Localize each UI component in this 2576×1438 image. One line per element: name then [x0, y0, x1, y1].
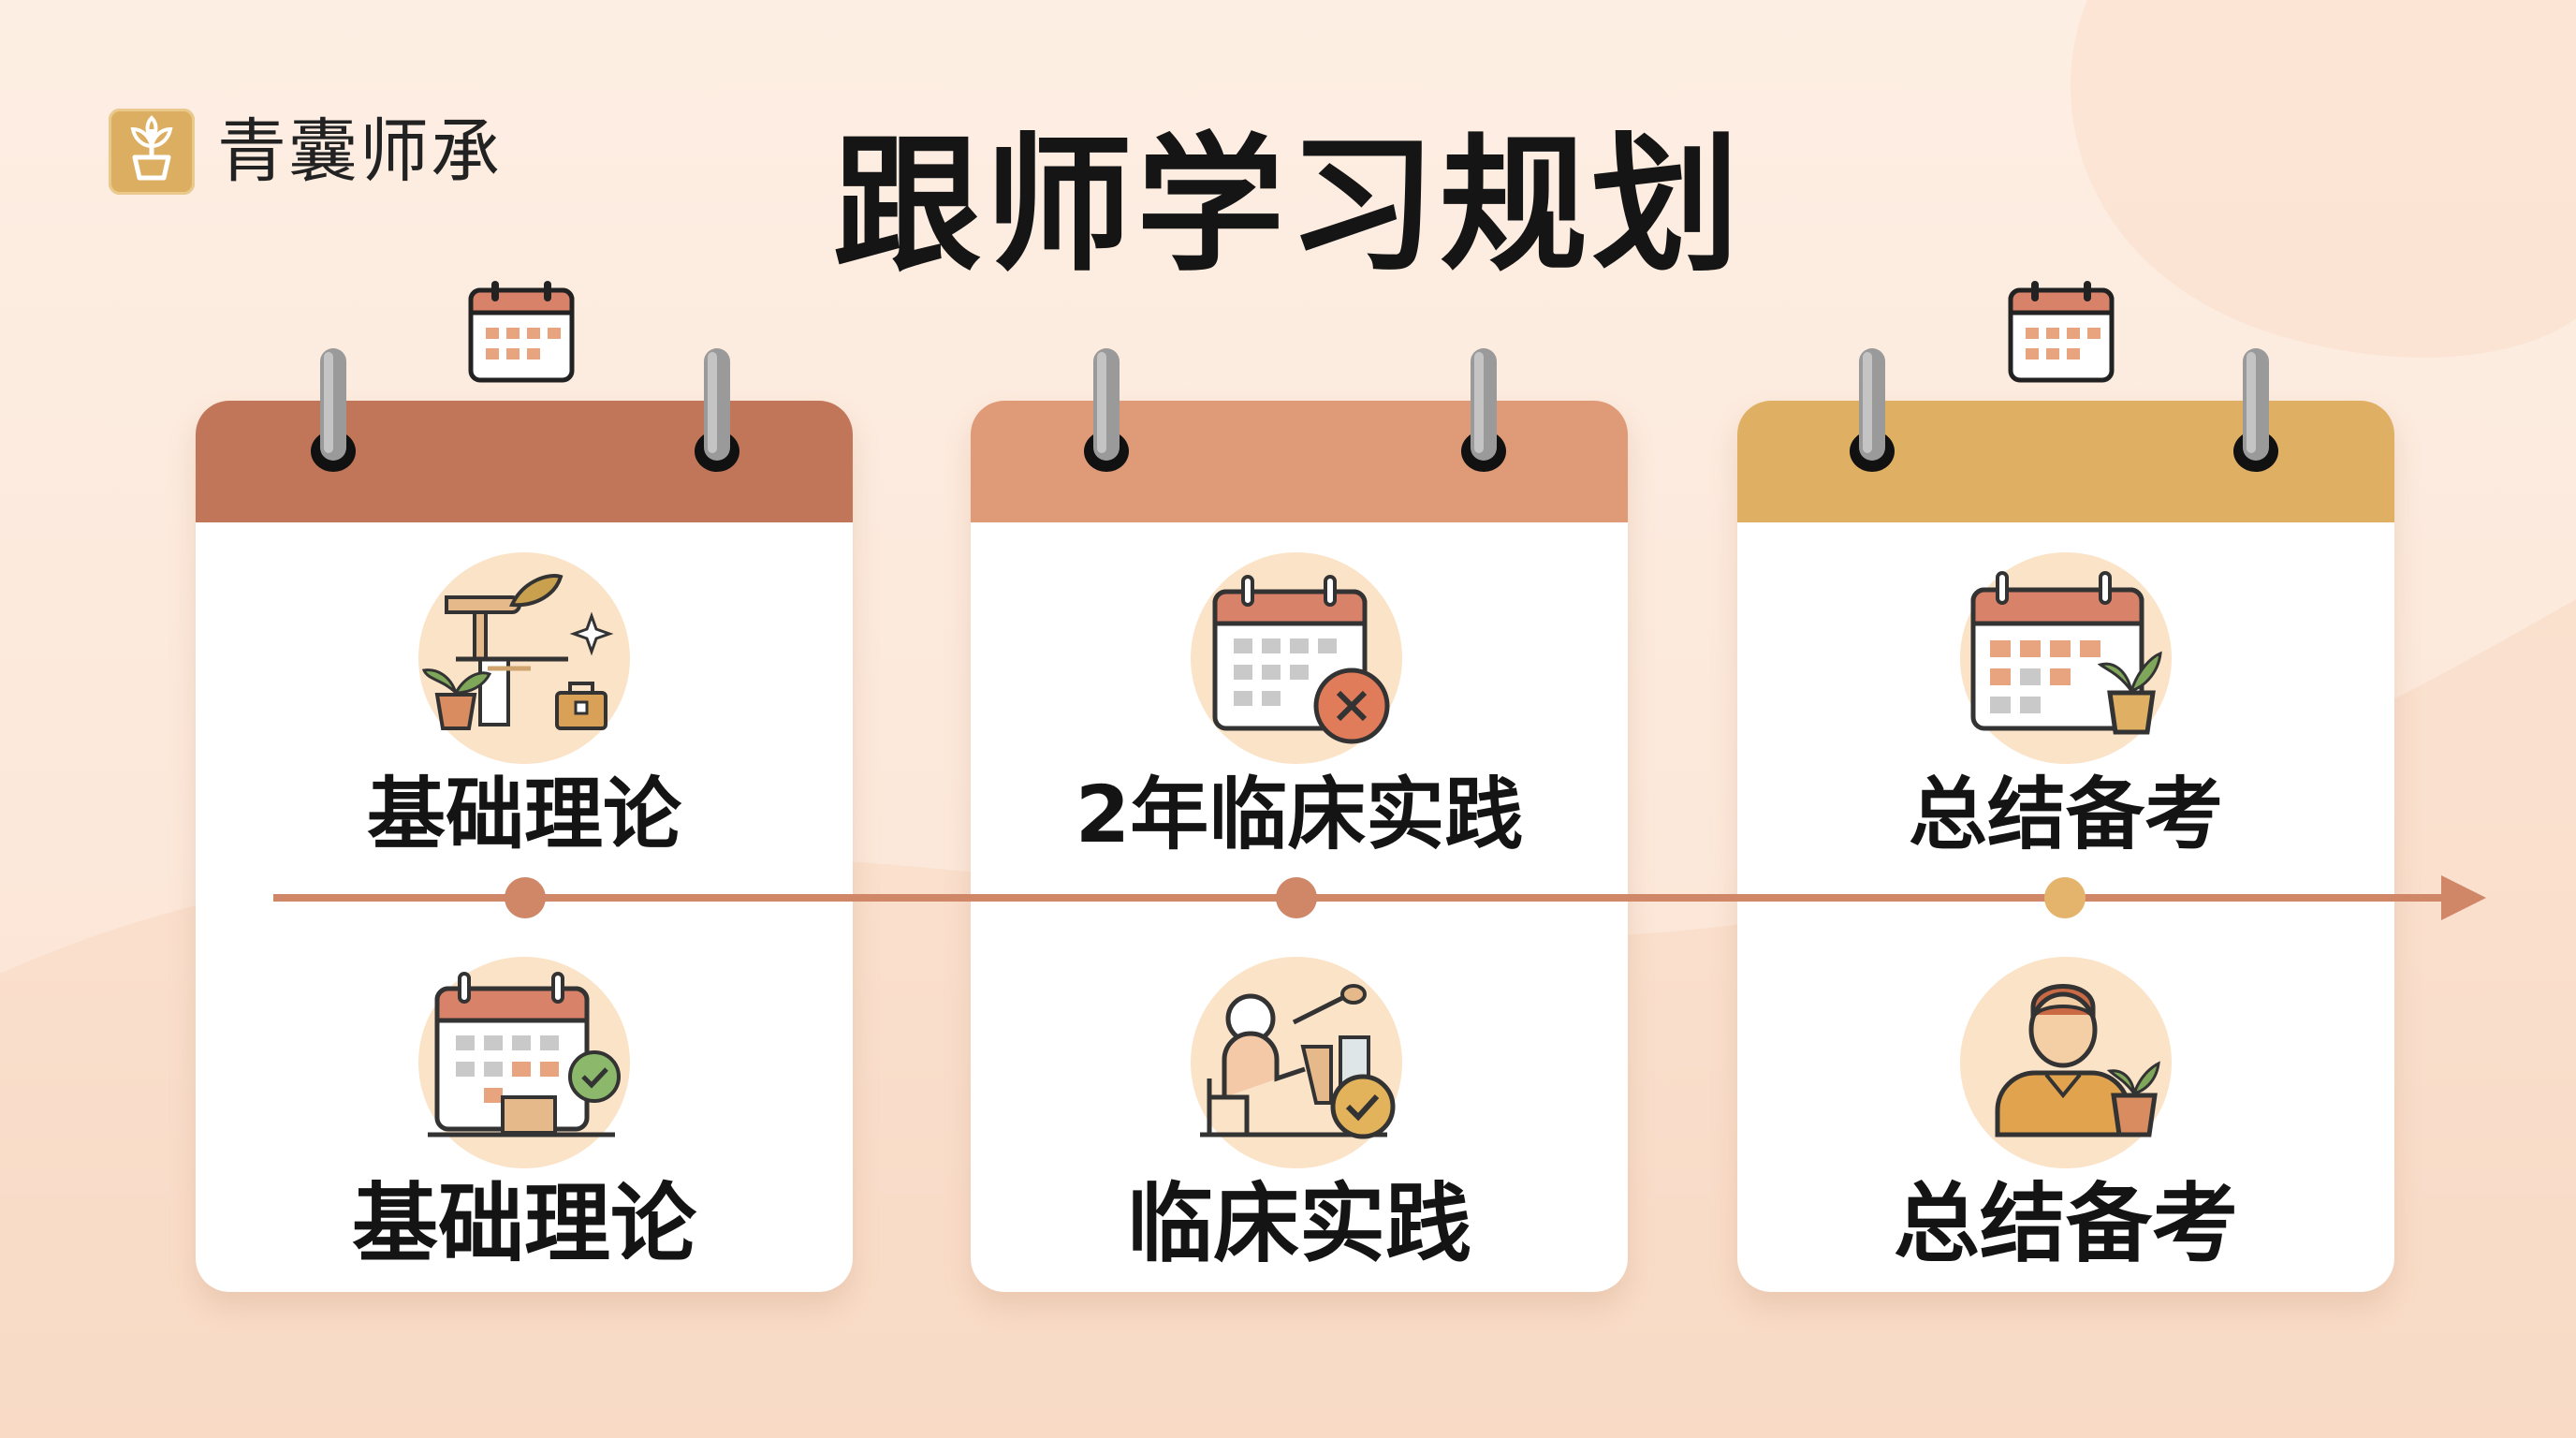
calendar-icon: [468, 281, 575, 383]
stage-3-top-label: 总结备考: [1908, 769, 2223, 860]
clinic-practice-check-icon: [1191, 957, 1402, 1168]
stage-2-bottom-label: 临床实践: [1126, 1174, 1471, 1274]
binder-ring-icon: [695, 348, 739, 472]
binder-ring-icon: [1461, 348, 1506, 472]
calendar-check-icon: [418, 957, 630, 1168]
calendar-plant-icon: [1960, 552, 2172, 764]
card-header: [971, 401, 1628, 522]
stage-1-top-label: 基础理论: [366, 769, 681, 860]
brand-name: 青囊师承: [217, 111, 502, 192]
binder-ring-icon: [1850, 348, 1895, 472]
card-header: [196, 401, 853, 522]
timeline-dot-2: [1276, 877, 1317, 918]
practitioner-plant-icon: [1960, 957, 2172, 1168]
binder-ring-icon: [311, 348, 356, 472]
study-desk-plant-icon: [418, 552, 630, 764]
card-header: [1737, 401, 2394, 522]
lotus-plant-icon: [130, 115, 173, 181]
stage-card-2: [971, 401, 1628, 1292]
stage-1-bottom-label: 基础理论: [351, 1174, 696, 1274]
stage-3-bottom-label: 总结备考: [1893, 1174, 2238, 1274]
binder-ring-icon: [1084, 348, 1129, 472]
timeline-dot-3: [2044, 877, 2086, 918]
brand-logo: [109, 109, 195, 195]
stage-2-top-label: 2年临床实践: [1075, 769, 1524, 860]
page-title: 跟师学习规划: [833, 120, 1743, 292]
calendar-cancel-icon: [1191, 552, 1402, 764]
timeline-dot-1: [505, 877, 546, 918]
timeline-arrow-icon: [2441, 875, 2486, 920]
binder-ring-icon: [2233, 348, 2278, 472]
calendar-icon: [2008, 281, 2115, 383]
